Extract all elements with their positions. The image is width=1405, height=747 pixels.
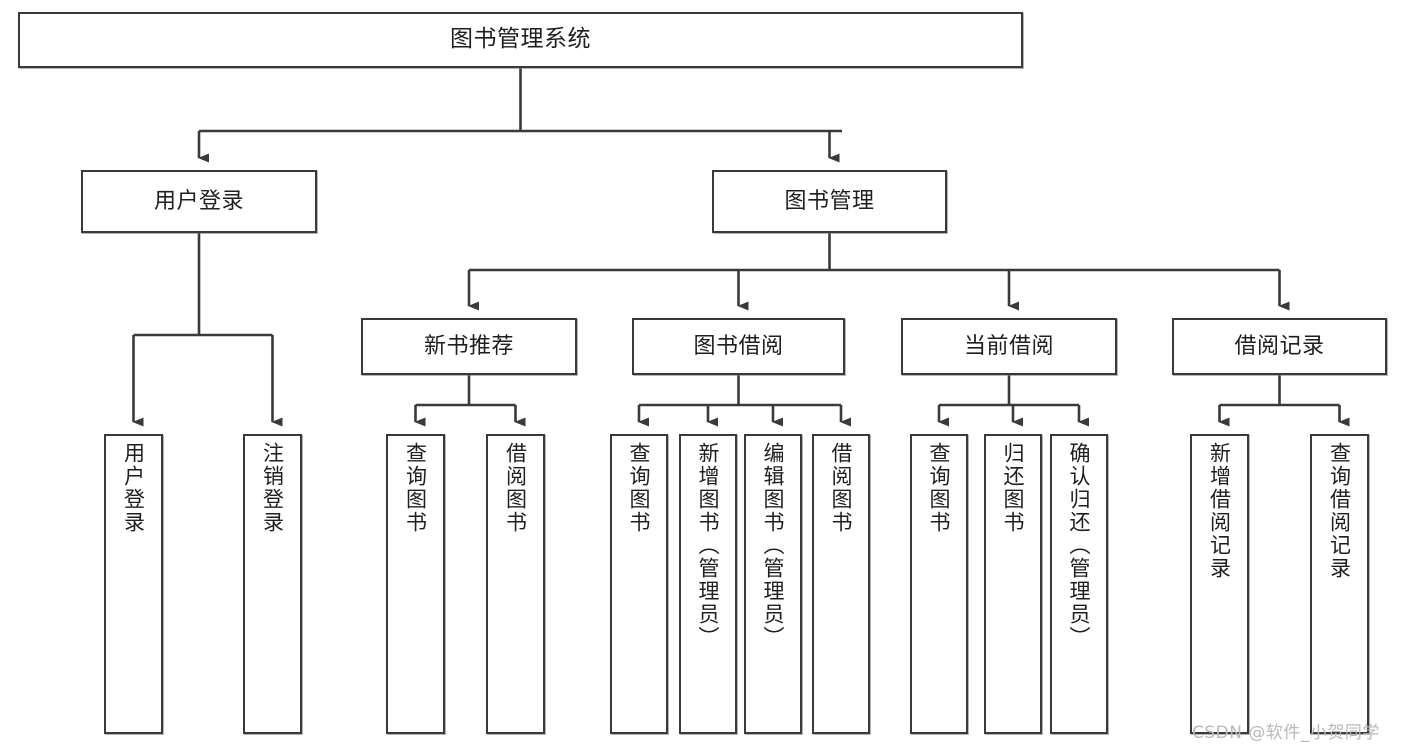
node-leaf-query-book-c[interactable]: 查询图书 xyxy=(910,434,968,734)
node-leaf-query-book-b[interactable]: 查询图书 xyxy=(610,434,668,734)
node-leaf-borrow-book-rec-label: 借阅图书 xyxy=(503,442,528,534)
node-leaf-confirm-return[interactable]: 确认归还（管理员） xyxy=(1050,434,1108,734)
node-leaf-return-book[interactable]: 归还图书 xyxy=(984,434,1042,734)
node-root[interactable]: 图书管理系统 xyxy=(18,12,1023,68)
node-book-manage[interactable]: 图书管理 xyxy=(712,170,947,233)
node-leaf-user-login-label: 用户登录 xyxy=(121,442,146,534)
node-leaf-query-book-b-label: 查询图书 xyxy=(627,442,652,534)
node-leaf-confirm-return-label: 确认归还（管理员） xyxy=(1067,442,1092,649)
node-leaf-logout-label: 注销登录 xyxy=(260,442,285,534)
node-borrow-record-label: 借阅记录 xyxy=(1234,333,1325,359)
node-user-login[interactable]: 用户登录 xyxy=(81,170,317,233)
node-leaf-query-book-rec[interactable]: 查询图书 xyxy=(386,434,445,734)
node-leaf-add-record-label: 新增借阅记录 xyxy=(1207,442,1232,580)
node-leaf-query-record[interactable]: 查询借阅记录 xyxy=(1310,434,1369,734)
node-current-borrow[interactable]: 当前借阅 xyxy=(901,318,1117,375)
node-leaf-add-book-label: 新增图书（管理员） xyxy=(696,442,721,649)
node-user-login-label: 用户登录 xyxy=(153,188,244,214)
node-current-borrow-label: 当前借阅 xyxy=(963,333,1054,359)
node-leaf-query-book-rec-label: 查询图书 xyxy=(403,442,428,534)
node-leaf-edit-book-label: 编辑图书（管理员） xyxy=(761,442,786,649)
csdn-watermark: CSDN @软件_小贺同学 xyxy=(1192,723,1380,743)
node-leaf-add-record[interactable]: 新增借阅记录 xyxy=(1190,434,1249,734)
node-leaf-borrow-book-b[interactable]: 借阅图书 xyxy=(812,434,870,734)
node-book-borrow[interactable]: 图书借阅 xyxy=(632,318,845,375)
node-borrow-record[interactable]: 借阅记录 xyxy=(1172,318,1387,375)
node-root-label: 图书管理系统 xyxy=(450,26,591,53)
node-new-book-rec-label: 新书推荐 xyxy=(423,333,514,359)
node-leaf-borrow-book-b-label: 借阅图书 xyxy=(829,442,854,534)
node-book-borrow-label: 图书借阅 xyxy=(693,333,784,359)
node-leaf-query-record-label: 查询借阅记录 xyxy=(1327,442,1352,580)
node-book-manage-label: 图书管理 xyxy=(784,188,875,214)
node-leaf-logout[interactable]: 注销登录 xyxy=(243,434,302,734)
node-leaf-add-book[interactable]: 新增图书（管理员） xyxy=(679,434,737,734)
node-new-book-rec[interactable]: 新书推荐 xyxy=(361,318,577,375)
node-leaf-query-book-c-label: 查询图书 xyxy=(927,442,952,534)
node-leaf-return-book-label: 归还图书 xyxy=(1001,442,1026,534)
node-leaf-user-login[interactable]: 用户登录 xyxy=(104,434,163,734)
node-leaf-edit-book[interactable]: 编辑图书（管理员） xyxy=(744,434,802,734)
node-leaf-borrow-book-rec[interactable]: 借阅图书 xyxy=(486,434,545,734)
